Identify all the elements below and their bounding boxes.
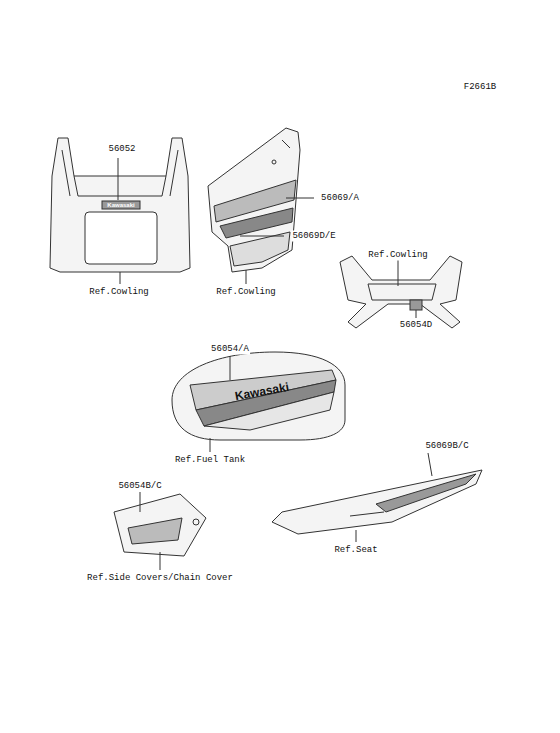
fuel-tank	[172, 352, 345, 452]
callout-number: 56069B/C	[424, 441, 469, 452]
reference-label: Ref.Fuel Tank	[174, 455, 246, 466]
badge-text: Kawasaki	[106, 200, 135, 211]
reference-label: Ref.Cowling	[215, 287, 276, 298]
reference-label: Ref.Cowling	[367, 250, 428, 261]
front-cowl	[50, 138, 190, 284]
inner-cowl	[340, 256, 462, 328]
reference-label: Ref.Seat	[333, 545, 378, 556]
callout-number: 56054B/C	[117, 481, 162, 492]
seat-cowl	[272, 453, 482, 542]
callout-number: 56069D/E	[291, 231, 336, 242]
figure-number: F2661B	[463, 82, 497, 93]
callout-number: 56054/A	[210, 344, 250, 355]
callout-number: 56052	[107, 144, 136, 155]
side-cover	[114, 492, 206, 570]
reference-label: Ref.Cowling	[88, 287, 149, 298]
callout-number: 56054D	[399, 320, 433, 331]
side-cowl	[208, 128, 314, 284]
reference-label: Ref.Side Covers/Chain Cover	[86, 573, 234, 584]
callout-number: 56069/A	[320, 193, 360, 204]
